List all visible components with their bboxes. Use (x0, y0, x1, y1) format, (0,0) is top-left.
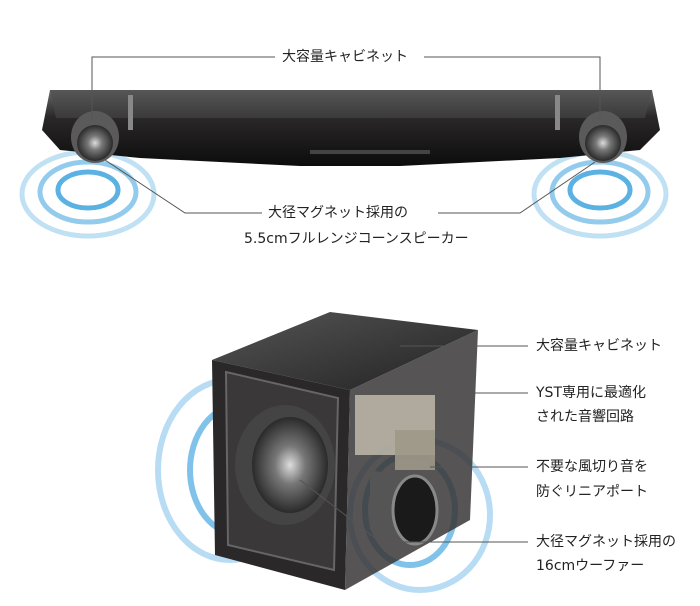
soundbar-speaker-label-line2: 5.5cmフルレンジコーンスピーカー (240, 227, 473, 251)
subwoofer-cabinet-label: 大容量キャビネット (536, 338, 662, 354)
soundbar-cabinet-label: 大容量キャビネット (278, 45, 412, 69)
soundbar (42, 90, 660, 166)
linear-port (370, 470, 439, 546)
woofer-label-line1: 大径マグネット採用の (536, 534, 676, 550)
leader-lines (91, 56, 601, 543)
soundbar-speaker-label-line1: 大径マグネット採用の (264, 201, 412, 225)
subwoofer (212, 312, 478, 590)
port-label-line1: 不要な風切り音を (536, 459, 648, 475)
sound-waves-right (531, 149, 669, 239)
woofer-label-line2: 16cmウーファー (536, 558, 645, 574)
woofer-cone (235, 405, 335, 525)
soundbar-speaker-right (579, 111, 627, 163)
sound-waves-left (19, 149, 157, 239)
circuit-label-line2: された音響回路 (536, 409, 634, 425)
circuit-label-line1: YST専用に最適化 (536, 385, 646, 401)
soundbar-speaker-left (71, 111, 119, 163)
port-label-line2: 防ぐリニアポート (536, 484, 648, 500)
